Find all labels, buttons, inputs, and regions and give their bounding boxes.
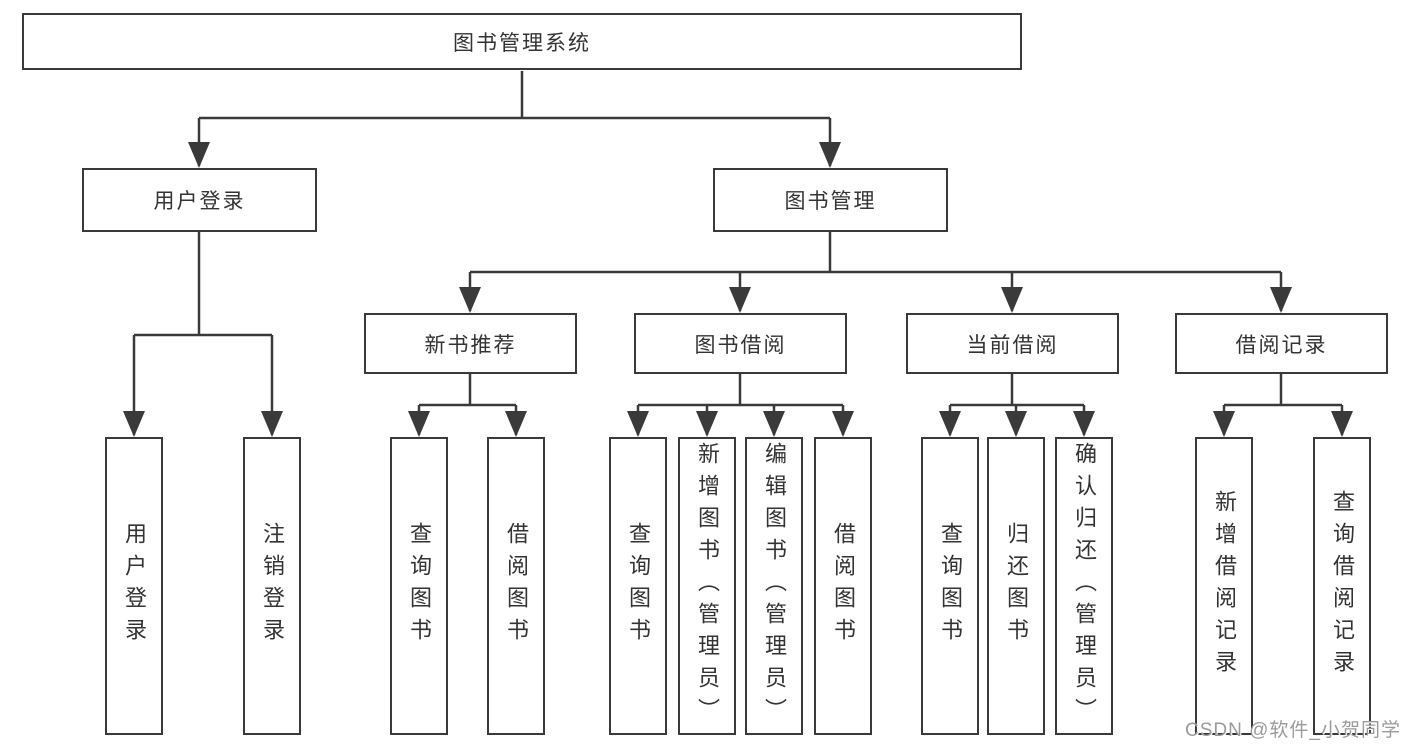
leaf-borrow-books-1-label: 借阅图书 [504, 522, 529, 650]
watermark: CSDN @软件_小贺同学 [1185, 720, 1401, 741]
node-book-borrowing: 图书借阅 [634, 313, 847, 374]
leaf-query-books-2-label: 查询图书 [626, 522, 651, 650]
node-borrowing-record: 借阅记录 [1175, 313, 1388, 374]
leaf-add-borrow-record-label: 新增借阅记录 [1212, 490, 1237, 682]
leaf-user-login: 用户登录 [105, 437, 163, 735]
leaf-return-books-label: 归还图书 [1004, 522, 1029, 650]
leaf-confirm-return-admin: 确认归还（管理员） [1055, 437, 1113, 735]
leaf-user-login-label: 用户登录 [122, 522, 147, 650]
leaf-borrow-books-2: 借阅图书 [814, 437, 872, 735]
leaf-query-books-1-label: 查询图书 [407, 522, 432, 650]
leaf-query-books-3-label: 查询图书 [938, 522, 963, 650]
leaf-add-books-admin-label: 新增图书（管理员） [695, 442, 720, 730]
leaf-add-books-admin: 新增图书（管理员） [678, 437, 736, 735]
leaf-edit-books-admin: 编辑图书（管理员） [745, 437, 803, 735]
leaf-logout-label: 注销登录 [260, 522, 285, 650]
node-user-login: 用户登录 [82, 168, 317, 232]
node-book-management: 图书管理 [713, 168, 948, 232]
leaf-borrow-books-1: 借阅图书 [487, 437, 545, 735]
node-current-borrowing: 当前借阅 [906, 313, 1119, 374]
leaf-query-books-3: 查询图书 [921, 437, 979, 735]
leaf-logout: 注销登录 [243, 437, 301, 735]
leaf-return-books: 归还图书 [987, 437, 1045, 735]
leaf-query-books-2: 查询图书 [609, 437, 667, 735]
leaf-query-borrow-record: 查询借阅记录 [1313, 437, 1371, 735]
leaf-query-borrow-record-label: 查询借阅记录 [1330, 490, 1355, 682]
leaf-add-borrow-record: 新增借阅记录 [1195, 437, 1253, 735]
leaf-edit-books-admin-label: 编辑图书（管理员） [762, 442, 787, 730]
leaf-query-books-1: 查询图书 [390, 437, 448, 735]
node-new-book-recommendation: 新书推荐 [364, 313, 577, 374]
node-library-system: 图书管理系统 [22, 13, 1022, 70]
leaf-confirm-return-admin-label: 确认归还（管理员） [1072, 442, 1097, 730]
leaf-borrow-books-2-label: 借阅图书 [831, 522, 856, 650]
